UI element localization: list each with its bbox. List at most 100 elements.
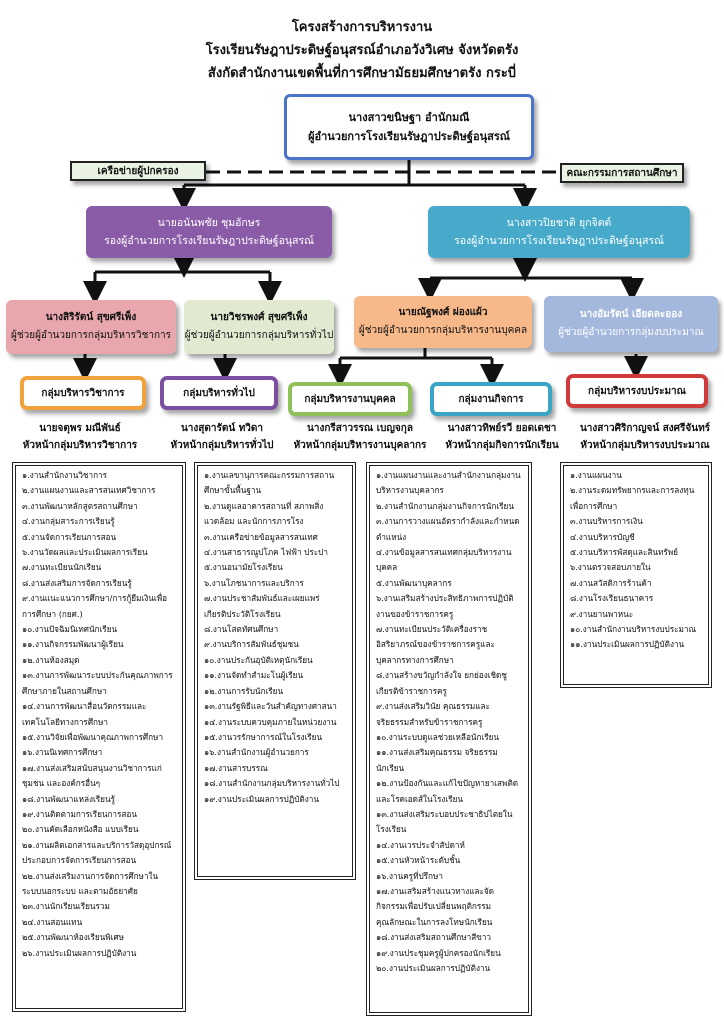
task-item: ๔.งานสาธารณูปโภค ไฟฟ้า ประปา [204,547,328,558]
task-item: ๗.งานทะเบียนประวัติเครื่องราชอิสริยาภรณ์… [376,624,495,665]
deputy-position: รองผู้อำนวยการโรงเรียนรัษฎาประดิษฐ์อนุสร… [454,235,664,247]
task-item: ๑๖.งานนิเทศการศึกษา [22,747,103,758]
task-item: ๑๔.งานระบบควบคุมภายในหน่วยงาน [204,716,337,727]
task-item: ๑๖.งานครูที่ปรึกษา [376,870,444,881]
deputy-box-right: นางสาวปิยชาติ ยุกจิตต์ รองผู้อำนวยการโรง… [428,206,690,258]
task-item: ๒.งานแผนงานและสารสนเทศวิชาการ [22,485,156,496]
task-list-general: ๑.งานเลขานุการคณะกรรมการสถานศึกษาขั้นพื้… [194,462,356,880]
deputy-name: นายอนันพชัย ชุมอักษร [157,217,261,229]
task-item: ๔.งานบริหารบัญชี [570,531,635,542]
task-item: ๘.งานส่งเสริมการจัดการเรียนรู้ [22,577,132,588]
task-item: ๘.งานโสตทัศนศึกษา [204,624,279,635]
task-item: ๑๘.งานสำนักงานกลุ่มบริหารงานทั่วไป [204,778,340,789]
assistant-position: ผู้ช่วยผู้อำนวยการกลุ่มบริหารทั่วไป [184,330,334,341]
task-item: ๑๕.งานวิจัยเพื่อพัฒนาคุณภาพการศึกษา [22,731,164,742]
task-item: ๑๗.งานสารบรรณ [204,762,268,773]
task-item: ๖.งานเสริมสร้างประสิทธิภาพการปฏิบัติงานข… [376,593,514,619]
task-item: ๒.งานสำนักงานกลุ่มงานกิจการนักเรียน [376,500,514,511]
task-item: ๑๐.งานสำนักงานบริหารงบประมาณ [570,624,697,635]
assistant-position: ผู้ช่วยผู้อำนวยการกลุ่มบริหารวิชาการ [10,330,172,341]
group-box-budget: กลุ่มบริหารงบประมาณ [566,374,708,408]
task-item: ๗.งานทะเบียนนักเรียน [22,562,102,573]
task-item: ๑๙.งานประชุมครูผู้ปกครองนักเรียน [376,947,501,958]
task-item: ๒๔.งานสอนแทน [22,916,83,927]
task-item: ๔.งานกลุ่มสาระการเรียนรู้ [22,516,115,527]
task-item: ๘.งานโรงเรียนธนาคาร [570,593,654,604]
task-item: ๑๓.งานรัฐพิธีและวันสำคัญทางศาสนา [204,701,337,712]
task-item: ๑๕.งานวรรักษาการณ์ในโรงเรียน [204,731,323,742]
group-head-budget: นางสาวศิริกาญจน์ สงศรีจันทร์ หัวหน้ากลุ่… [570,420,720,454]
assistant-position: ผู้ช่วยผู้อำนวยการกลุ่มบริหารงานบุคคล [358,325,528,336]
task-item: ๑๘.งานพัฒนาแหล่งเรียนรู้ [22,793,115,804]
assistant-name: นายวิชรพงศ์ สุขศรีเพ็ง [210,312,308,323]
task-item: ๘.งานสร้างขวัญกำลังใจ ยกย่องเชิดชูเกียรต… [376,670,507,696]
task-item: ๑.งานแผนงาน [570,470,622,480]
task-item: ๙.งานส่งเสริมวินัย คุณธรรมและจริยธรรมสำห… [376,701,490,727]
group-box-academic: กลุ่มบริหารวิชาการ [20,376,146,410]
task-item: ๑๑.งานประเมินผลการปฏิบัติงาน [570,639,685,650]
task-item: ๖.งานตรวจสอบภายใน [570,562,651,573]
chart-title-line2: โรงเรียนรัษฎาประดิษฐ์อนุสรณ์อำเภอวังวิเศ… [205,43,519,58]
task-item: ๑.งานสำนักงานวิชาการ [22,470,108,480]
deputy-box-left: นายอนันพชัย ชุมอักษร รองผู้อำนวยการโรงเร… [86,206,332,258]
task-item: ๔.งานข้อมูลสารสนเทศกลุ่มบริหารงานบุคคล [376,547,512,573]
assistant-box-general: นายวิชรพงศ์ สุขศรีเพ็ง ผู้ช่วยผู้อำนวยกา… [184,300,334,354]
task-item: ๒๖.งานประเมินผลการปฏิบัติงาน [22,947,137,958]
assistant-name: นายณัฐพงศ์ ผ่องแผ้ว [398,307,488,318]
assistant-name: นางอัมรัตน์ เอียดละออง [579,309,683,320]
task-item: ๒๒.งานส่งเสริมงานการจัดการศึกษาในระบบนอก… [22,870,159,896]
task-item: ๑๘.งานส่งเสริมสถานศึกษาสีขาว [376,932,491,943]
task-item: ๗.งานสวัสดิการร้านค้า [570,577,652,588]
head-position: หัวหน้ากลุ่มบริหารงานบุคลากร [293,440,427,451]
task-item: ๑.งานแผนงานและงานสำนักงานกลุ่มงานบริหารง… [376,470,521,496]
deputy-position: รองผู้อำนวยการโรงเรียนรัษฎาประดิษฐ์อนุสร… [104,235,314,247]
group-box-student-affairs: กลุ่มงานกิจการ [430,382,552,416]
task-item: ๑๐.งานประกันอุบัติเหตุนักเรียน [204,654,313,665]
task-item: ๓.งานบริหารการเงิน [570,516,643,527]
task-item: ๓.งานเครือข่ายข้อมูลสารสนเทศ [204,531,318,542]
task-item: ๕.งานพัฒนาบุคลากร [376,577,452,588]
task-item: ๑๔.งานเวรประจำสัปดาห์ [376,839,465,850]
task-item: ๒.งานระดมทรัพยากรและการลงทุนเพื่อการศึกษ… [570,485,695,511]
task-item: ๒๐.งานคัดเลือกหนังสือ แบบเรียน [22,824,139,835]
head-name: นางสาวทิพย์รวี ยอดเดชา [447,423,557,434]
task-item: ๑๕.งานหัวหน้าระดับชั้น [376,855,461,866]
task-item: ๑๓.งานส่งเสริมระบอบประชาธิปไตยในโรงเรียน [376,808,513,835]
task-item: ๕.งานบริหารพัสดุและสินทรัพย์ [570,547,678,558]
task-item: ๙.งานยานพาหนะ [570,608,634,619]
task-item: ๑๒.งานการรับนักเรียน [204,685,284,696]
group-box-general: กลุ่มบริหารทั่วไป [160,376,278,410]
task-item: ๙.งานแนะแนวการศึกษา/การกู้ยืมเงินเพื่อกา… [22,593,168,619]
head-position: หัวหน้ากลุ่มบริหารทั่วไป [170,440,274,451]
head-position: หัวหน้ากลุ่มบริหารงบประมาณ [580,440,710,451]
task-item: ๙.งานบริการสัมพันธ์ชุมชน [204,639,299,650]
task-item: ๑๔.งานการพัฒนาสื่อนวัตกรรมและเทคโนโลยีทา… [22,701,147,727]
task-item: ๑๓.งานการพัฒนาระบบประกันคุณภาพการศึกษาภา… [22,670,173,696]
task-item: ๕.งานอนามัยโรงเรียน [204,562,283,573]
task-item: ๒๓.งานนักเรียนเรียนรวม [22,901,110,912]
assistant-box-personnel: นายณัฐพงศ์ ผ่องแผ้ว ผู้ช่วยผู้อำนวยการกล… [354,296,532,348]
task-item: ๖.งานวัดผลและประเมินผลการเรียน [22,547,148,558]
task-item: ๑๑.งานส่งเสริมคุณธรรม จริยธรรมนักเรียน [376,747,498,773]
task-item: ๑๙.งานประเมินผลการปฏิบัติงาน [204,793,319,804]
task-item: ๑๐.งานปัจฉิมนิเทศนักเรียน [22,624,118,635]
task-item: ๑.งานเลขานุการคณะกรรมการสถานศึกษาขั้นพื้… [204,470,335,496]
school-board-box: คณะกรรมการสถานศึกษา [560,163,684,183]
group-head-student-affairs: นางสาวทิพย์รวี ยอดเดชา หัวหน้ากลุ่มกิจกา… [432,420,572,454]
director-name: นางสาวขนิษฐา อำนักมณี [348,111,470,124]
task-item: ๑๗.งานเสริมสร้างแนวทางและจัดกิจกรรมเพื่อ… [376,885,494,927]
task-item: ๒๑.งานผลิตเอกสารและบริการวัสดุอุปกรณ์ประ… [22,839,172,866]
group-box-personnel: กลุ่มบริหารงานบุคคล [288,382,412,416]
director-position: ผู้อำนวยการโรงเรียนรัษฎาประดิษฐ์อนุสรณ์ [308,130,510,143]
task-item: ๒.งานดูแลอาคารสถานที่ สภาพสิ่งแวดล้อม แล… [204,500,324,527]
task-item: ๑๒.งานป้องกันและแก้ไขปัญหายาเสพติดและโรค… [376,778,519,804]
task-item: ๖.งานโภชนาการและบริการ [204,577,304,588]
task-item: ๓.งานพัฒนาหลักสูตรสถานศึกษา [22,500,138,511]
task-item: ๑๒.งานห้องสมุด [22,654,80,665]
deputy-name: นางสาวปิยชาติ ยุกจิตต์ [506,217,612,229]
head-position: หัวหน้ากลุ่มบริหารวิชาการ [22,440,138,451]
parent-network-box: เครือข่ายผู้ปกครอง [70,161,206,181]
assistant-position: ผู้ช่วยผู้อำนวยการกลุ่มงบประมาณ [558,327,704,338]
head-name: นางสาวศิริกาญจน์ สงศรีจันทร์ [579,423,711,434]
